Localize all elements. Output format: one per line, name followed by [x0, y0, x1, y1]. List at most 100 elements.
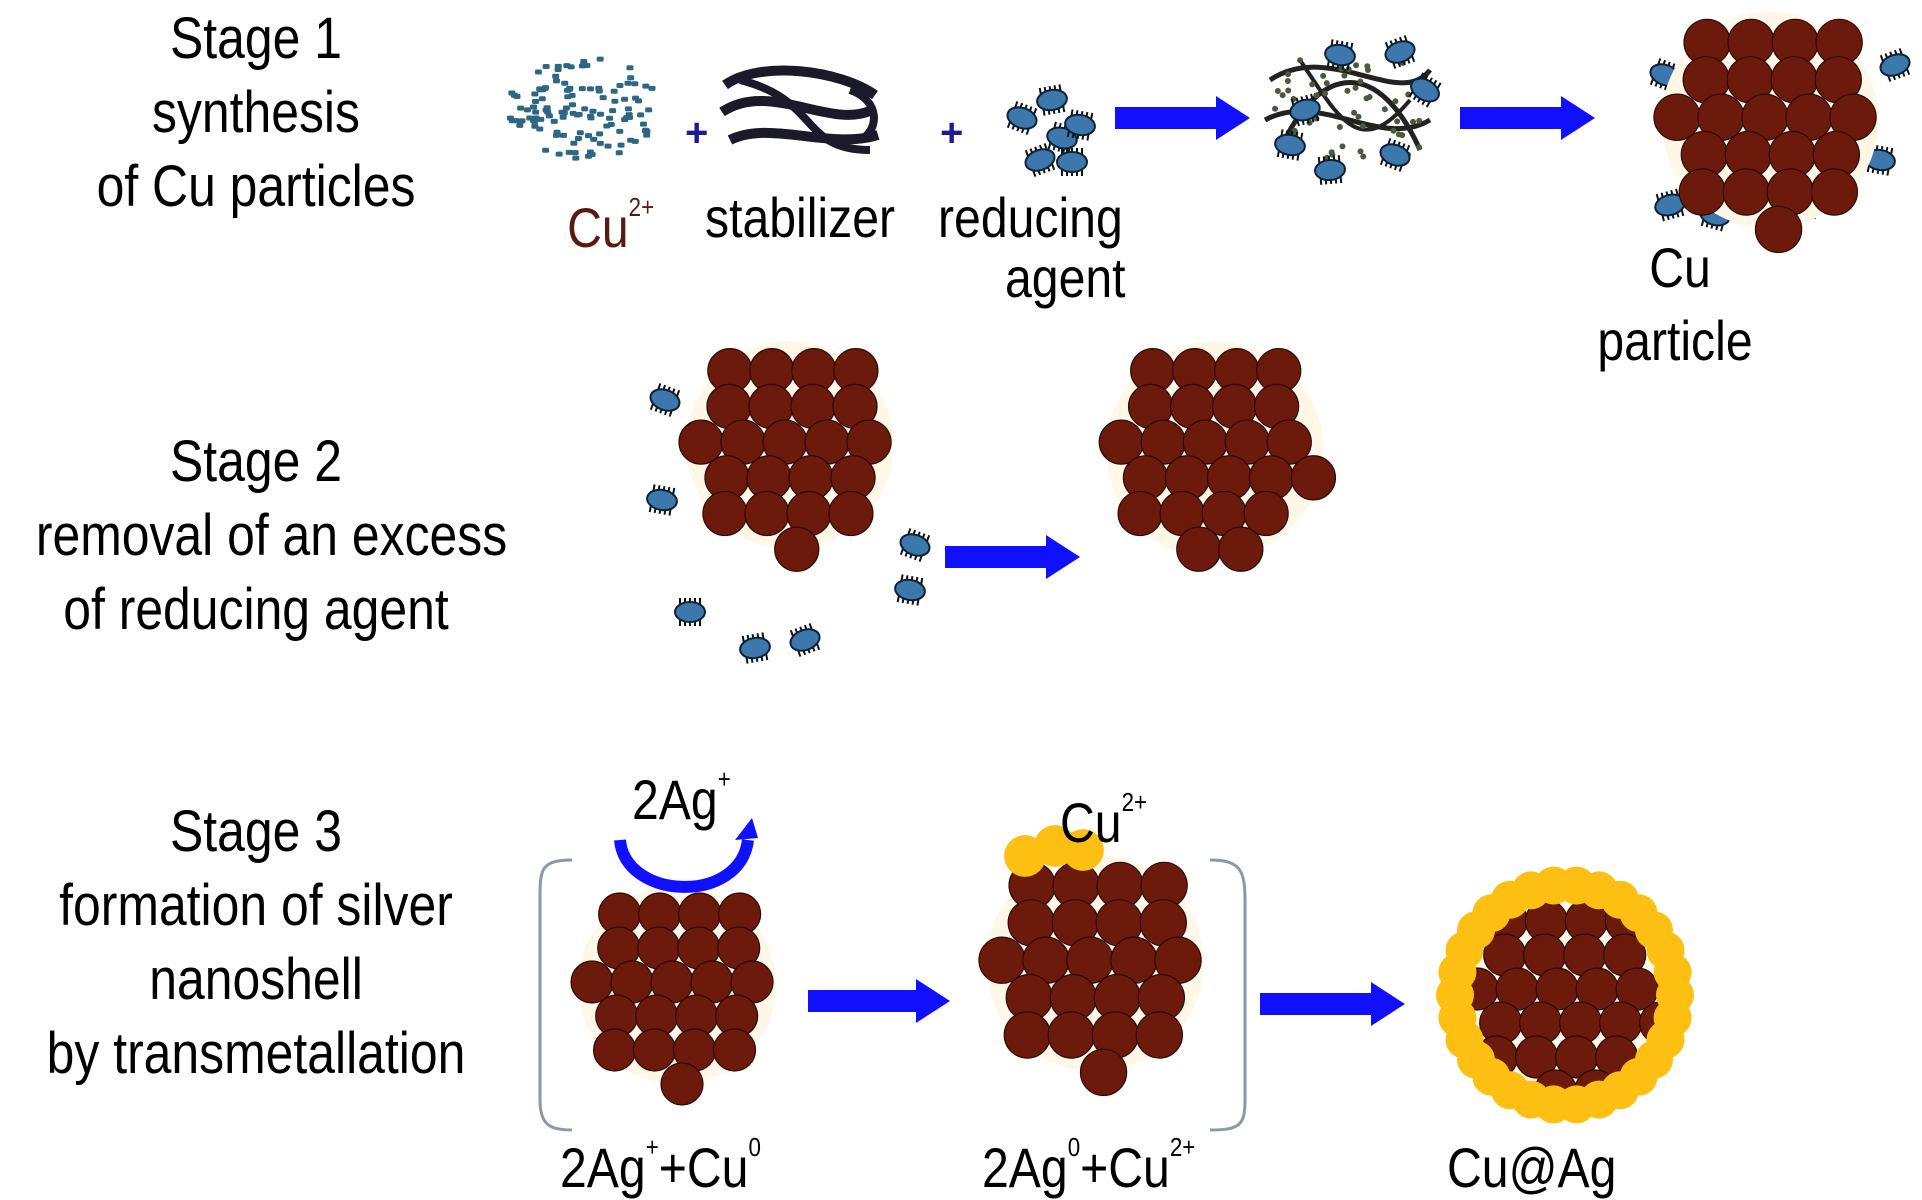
cu-ion-charge: 2+: [628, 192, 655, 222]
ag-reagent-charge: +: [717, 764, 731, 794]
molecule-body: [1274, 133, 1306, 157]
mixture-dot: [1366, 94, 1373, 101]
cu-ion-dot: [627, 75, 635, 81]
reducing-agent-molecule: [1274, 129, 1306, 161]
ag-ion-reagent-label: 2Ag+: [632, 766, 731, 828]
copper-atom: [702, 490, 748, 537]
copper-atom: [774, 526, 820, 572]
cu-ion-dot: [542, 64, 550, 70]
mixture-dot: [1344, 87, 1351, 94]
arrow-head: [1561, 96, 1595, 140]
cu-ion-dot: [555, 151, 563, 157]
cu-ion-dot: [530, 104, 538, 110]
reducing-agent-molecule: [1289, 93, 1321, 127]
mixture-dot: [1410, 118, 1417, 125]
cu-ion-dot: [643, 132, 651, 138]
molecule-body: [789, 628, 821, 652]
mixture-dot: [1399, 132, 1406, 139]
mixture-dot: [1322, 90, 1329, 97]
cu-ion-dot: [596, 131, 604, 137]
molecule-body: [899, 533, 931, 557]
molecule-body: [1024, 148, 1056, 172]
mixture-dot: [1328, 149, 1335, 156]
molecule-body: [739, 636, 771, 660]
cu-ion-dot: [624, 80, 632, 86]
released-cu-charge: 2+: [1121, 787, 1148, 817]
eq-left-ag-charge: +: [645, 1132, 659, 1162]
mixture-dot: [1360, 153, 1367, 160]
cu-ion-dot: [578, 86, 586, 92]
molecule-body: [1064, 113, 1096, 137]
eq-mid-cu-charge: 2+: [1169, 1132, 1196, 1162]
stage-1-line-2: of Cu particles: [96, 154, 416, 219]
copper-atom: [1135, 1011, 1184, 1059]
molecule-body: [1384, 40, 1416, 64]
reducing-agent-molecule: [789, 623, 821, 657]
stage-2-line-1: removal of an excess: [35, 503, 508, 568]
cu-ion-dot: [562, 105, 570, 111]
reducing-agent-molecule: [1024, 143, 1056, 177]
stage-1-line-1: synthesis: [152, 80, 360, 145]
cu-ion-dot: [637, 112, 645, 118]
reducing-agent-molecule: [674, 598, 706, 626]
mixture-dot: [1284, 78, 1291, 85]
eq-mid-cu: +Cu: [1080, 1136, 1170, 1199]
cu-ion-dot: [545, 113, 553, 119]
cu-ion-dot: [626, 65, 634, 71]
mixture-dot: [1392, 98, 1399, 105]
reducing-agent-molecule: [1314, 155, 1346, 185]
reducing-agent-molecule: [1064, 109, 1096, 141]
mixture-dot: [1339, 143, 1346, 150]
mixture-dot: [1359, 123, 1366, 130]
molecule-body: [1324, 43, 1356, 67]
cu-ion-dot: [534, 69, 542, 75]
molecule-spike: [668, 487, 676, 516]
cu-ion-dot: [616, 82, 624, 88]
cu-ion-dot: [631, 81, 639, 87]
copper-atom: [570, 960, 614, 1004]
mixture-dot: [1285, 87, 1292, 94]
cu-ion-dot: [559, 132, 567, 138]
cu-ion-dot: [536, 126, 544, 132]
core-shell-product-label: Cu@Ag: [1447, 1136, 1617, 1199]
cu-ion-dot: [523, 107, 531, 113]
cu-ion-dot: [617, 142, 625, 148]
copper-atom: [678, 419, 724, 465]
molecule-body: [1410, 77, 1440, 103]
equation-middle: 2Ag0+Cu2+: [982, 1134, 1195, 1196]
stabilizer-label: stabilizer: [705, 186, 896, 249]
copper-atom: [1243, 490, 1289, 537]
mixture-dot: [1309, 81, 1316, 88]
copper-atom: [1653, 93, 1701, 141]
cu-ion-dot: [572, 155, 580, 161]
cu-ion-dot: [526, 115, 534, 121]
cu-ion-dot: [621, 96, 629, 102]
reducing-agent-molecule: [1379, 138, 1411, 172]
molecule-body: [1314, 158, 1346, 182]
plus-signs: + +: [685, 111, 963, 155]
cu-ion-dot: [580, 59, 588, 65]
cu-ion-dot: [579, 63, 587, 69]
copper-atom: [632, 1028, 677, 1072]
released-cu-ion-label: Cu2+: [1060, 789, 1147, 851]
copper-atom: [1047, 1011, 1096, 1059]
cu-ion-dot: [586, 149, 594, 155]
cu-ion-dot: [542, 147, 550, 153]
molecule-body: [1036, 88, 1068, 112]
arrow-shaft: [1460, 107, 1565, 129]
arrow-stage3-b: [1260, 982, 1405, 1026]
stage-3-line-3: by transmetallation: [46, 1021, 466, 1086]
copper-atom: [978, 936, 1026, 984]
molecule-spike: [1058, 84, 1066, 113]
copper-atom: [660, 1062, 704, 1106]
ag-curved-arrow: [614, 818, 758, 893]
copper-atom: [1218, 526, 1264, 572]
molecule-spike: [1337, 155, 1343, 184]
cu-ion-dot: [559, 114, 567, 120]
mixture-dot: [1313, 92, 1320, 99]
released-cu-base: Cu: [1060, 791, 1122, 854]
cu-ion-dot: [518, 118, 526, 124]
cu-ion-base: Cu: [567, 196, 629, 259]
eq-left-ag: 2Ag: [560, 1136, 646, 1199]
